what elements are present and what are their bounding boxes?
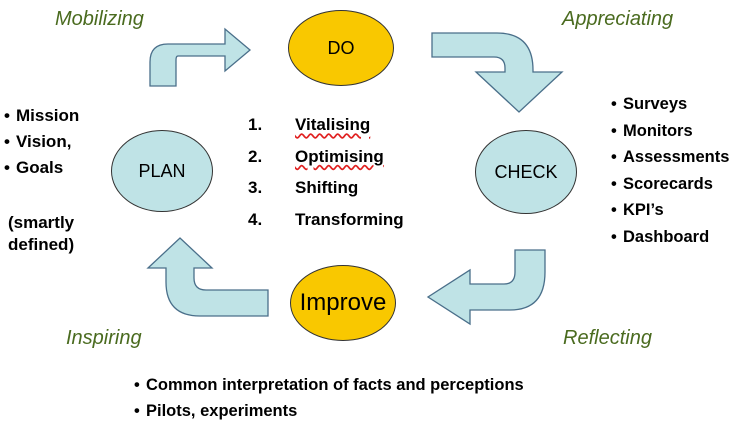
plan-list: Mission Vision, Goals bbox=[4, 103, 79, 181]
arrow-do-to-check bbox=[431, 32, 564, 113]
list-item: KPI’s bbox=[611, 197, 729, 224]
plan-note: (smartly defined) bbox=[8, 212, 74, 256]
node-do-label: DO bbox=[327, 37, 355, 58]
list-item: Mission bbox=[4, 103, 79, 129]
step-label: Transforming bbox=[295, 209, 404, 229]
phase-reflecting: Reflecting bbox=[563, 327, 652, 349]
list-item: Common interpretation of facts and perce… bbox=[134, 372, 524, 398]
node-check: CHECK bbox=[475, 130, 577, 214]
step-label: Optimising bbox=[295, 146, 384, 166]
step-number: 4. bbox=[248, 209, 263, 229]
phase-appreciating: Appreciating bbox=[562, 8, 674, 30]
list-item: Monitors bbox=[611, 118, 729, 145]
step-label: Vitalising bbox=[295, 115, 371, 134]
node-improve: Improve bbox=[290, 265, 396, 341]
plan-note-line: (smartly bbox=[8, 213, 75, 232]
improve-list: Common interpretation of facts and perce… bbox=[134, 372, 524, 424]
list-item: Pilots, experiments bbox=[134, 398, 524, 424]
step-label: Shifting bbox=[295, 178, 359, 197]
step-number: 1. bbox=[248, 115, 263, 134]
arrow-improve-to-plan bbox=[146, 237, 269, 317]
phase-inspiring: Inspiring bbox=[66, 327, 142, 349]
list-item: Vision, bbox=[4, 129, 79, 155]
node-plan-label: PLAN bbox=[138, 160, 186, 181]
node-improve-label: Improve bbox=[299, 289, 387, 316]
arrow-check-to-improve bbox=[426, 249, 546, 326]
node-do: DO bbox=[288, 10, 394, 86]
plan-note-line: defined) bbox=[8, 235, 75, 254]
node-check-label: CHECK bbox=[494, 161, 558, 182]
list-item: Scorecards bbox=[611, 171, 729, 198]
step-number: 3. bbox=[248, 178, 263, 197]
phase-mobilizing: Mobilizing bbox=[55, 8, 144, 30]
node-plan: PLAN bbox=[111, 130, 213, 212]
list-item: Surveys bbox=[611, 91, 729, 118]
list-item: Assessments bbox=[611, 144, 729, 171]
arrow-plan-to-do bbox=[149, 27, 252, 87]
step-number: 2. bbox=[248, 146, 263, 166]
list-item: Goals bbox=[4, 155, 79, 181]
check-list: Surveys Monitors Assessments Scorecards … bbox=[611, 91, 729, 251]
list-item: Dashboard bbox=[611, 224, 729, 251]
